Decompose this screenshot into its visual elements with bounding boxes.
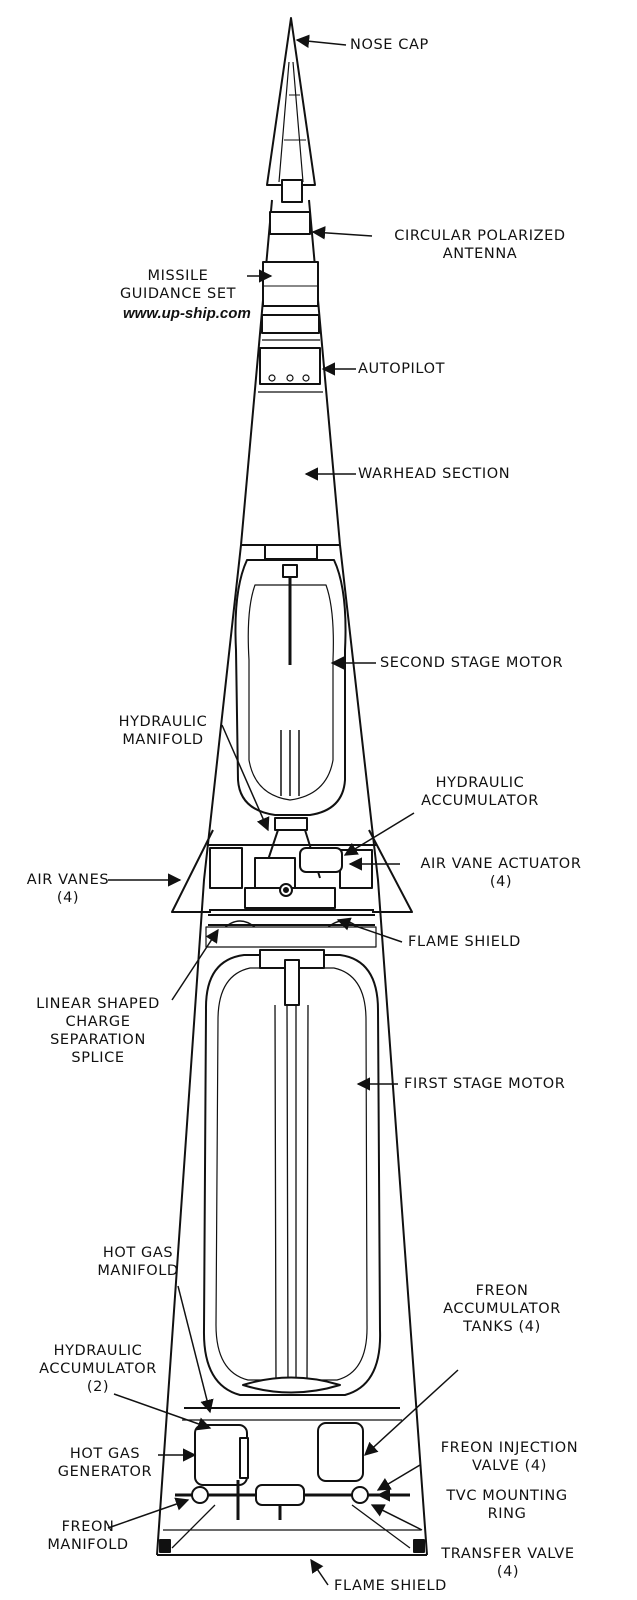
- second-stage-motor-shape: [234, 559, 347, 879]
- label-tvc-mounting-ring: TVC MOUNTING RING: [412, 1487, 602, 1523]
- label-hyd-acc-top-line-1: HYDRAULIC: [435, 775, 525, 791]
- nose-cap-shape: [266, 17, 316, 203]
- label-guidance-set: MISSILE GUIDANCE SET: [108, 267, 248, 303]
- label-hyd-acc-top-line-2: ACCUMULATOR: [421, 793, 539, 809]
- first-stage-motor-shape: [202, 949, 382, 1396]
- label-lsc-line-2: CHARGE: [65, 1014, 131, 1030]
- label-antenna-line-2: ANTENNA: [442, 246, 518, 262]
- label-lsc-line-3: SEPARATION: [50, 1032, 146, 1048]
- label-flame-shield-upper: FLAME SHIELD: [408, 934, 521, 950]
- label-hydraulic-manifold: HYDRAULIC MANIFOLD: [88, 713, 238, 749]
- label-hydraulic-accumulator-lower: HYDRAULIC ACCUMULATOR (2): [28, 1342, 168, 1396]
- label-freon-injection-valve: FREON INJECTION VALVE (4): [422, 1439, 597, 1475]
- label-hot-gas-manifold-line-1: HOT GAS: [102, 1245, 174, 1261]
- label-transfer-valve-line-2: (4): [496, 1564, 520, 1580]
- label-antenna: CIRCULAR POLARIZED ANTENNA: [375, 227, 585, 263]
- label-hyd-acc-low-line-1: HYDRAULIC: [53, 1343, 143, 1359]
- label-second-stage-motor: SECOND STAGE MOTOR: [380, 655, 564, 671]
- label-freon-accumulator-tanks: FREON ACCUMULATOR TANKS (4): [432, 1282, 572, 1336]
- label-freon-manifold-line-1: FREON: [61, 1519, 115, 1535]
- label-transfer-valve-line-1: TRANSFER VALVE: [441, 1546, 575, 1562]
- label-lsc-line-4: SPLICE: [71, 1050, 125, 1066]
- label-tvc-line-2: RING: [487, 1506, 527, 1522]
- label-hot-gas-gen-line-1: HOT GAS: [69, 1446, 141, 1462]
- aft-section-shape: [159, 1407, 425, 1553]
- label-first-stage-motor: FIRST STAGE MOTOR: [404, 1076, 566, 1092]
- autopilot-shape: [258, 347, 323, 393]
- label-air-vanes-line-2: (4): [56, 890, 80, 906]
- label-freon-inj-line-1: FREON INJECTION: [440, 1440, 579, 1456]
- label-hyd-manifold-line-2: MANIFOLD: [122, 732, 204, 748]
- label-hydraulic-accumulator-upper: HYDRAULIC ACCUMULATOR: [400, 774, 560, 810]
- label-lsc-line-1: LINEAR SHAPED: [36, 996, 160, 1012]
- watermark-text: www.up-ship.com: [123, 305, 251, 322]
- label-autopilot: AUTOPILOT: [358, 361, 446, 377]
- guidance-section-shape: [261, 211, 320, 341]
- label-hot-gas-generator: HOT GAS GENERATOR: [50, 1445, 160, 1481]
- missile-body-outline: [156, 199, 428, 1556]
- air-vanes-shape: [171, 829, 413, 913]
- label-warhead-section: WARHEAD SECTION: [358, 466, 511, 482]
- label-flame-shield-lower: FLAME SHIELD: [334, 1578, 447, 1594]
- label-freon-manifold-line-2: MANIFOLD: [47, 1537, 129, 1553]
- label-air-vane-actuator: AIR VANE ACTUATOR (4): [406, 855, 596, 891]
- label-guidance-line-2: GUIDANCE SET: [119, 286, 237, 302]
- label-freon-tanks-line-3: TANKS (4): [463, 1319, 541, 1335]
- label-vane-actuator-line-1: AIR VANE ACTUATOR: [420, 856, 582, 872]
- label-freon-manifold: FREON MANIFOLD: [38, 1518, 138, 1554]
- leader-lines: [107, 34, 459, 1586]
- label-vane-actuator-line-2: (4): [489, 874, 513, 890]
- label-freon-tanks-line-1: FREON: [475, 1283, 529, 1299]
- label-freon-tanks-line-2: ACCUMULATOR: [443, 1301, 561, 1317]
- flame-shield-upper-shape: [205, 914, 377, 948]
- label-guidance-line-1: MISSILE: [147, 268, 209, 284]
- label-transfer-valve: TRANSFER VALVE (4): [418, 1545, 598, 1581]
- label-hyd-manifold-line-1: HYDRAULIC: [118, 714, 208, 730]
- label-air-vanes: AIR VANES (4): [18, 871, 118, 907]
- label-antenna-line-1: CIRCULAR POLARIZED: [394, 228, 566, 244]
- label-air-vanes-line-1: AIR VANES: [26, 872, 110, 888]
- label-nose-cap: NOSE CAP: [350, 37, 429, 53]
- label-hot-gas-manifold: HOT GAS MANIFOLD: [78, 1244, 198, 1280]
- label-hyd-acc-low-line-2: ACCUMULATOR: [39, 1361, 157, 1377]
- label-hot-gas-manifold-line-2: MANIFOLD: [97, 1263, 179, 1279]
- label-hyd-acc-low-line-3: (2): [86, 1379, 110, 1395]
- actuator-bay-shape: [207, 844, 376, 911]
- label-freon-inj-line-2: VALVE (4): [471, 1458, 548, 1474]
- label-tvc-line-1: TVC MOUNTING: [446, 1488, 568, 1504]
- label-hot-gas-gen-line-2: GENERATOR: [57, 1464, 153, 1480]
- label-linear-shaped-charge: LINEAR SHAPED CHARGE SEPARATION SPLICE: [18, 995, 178, 1067]
